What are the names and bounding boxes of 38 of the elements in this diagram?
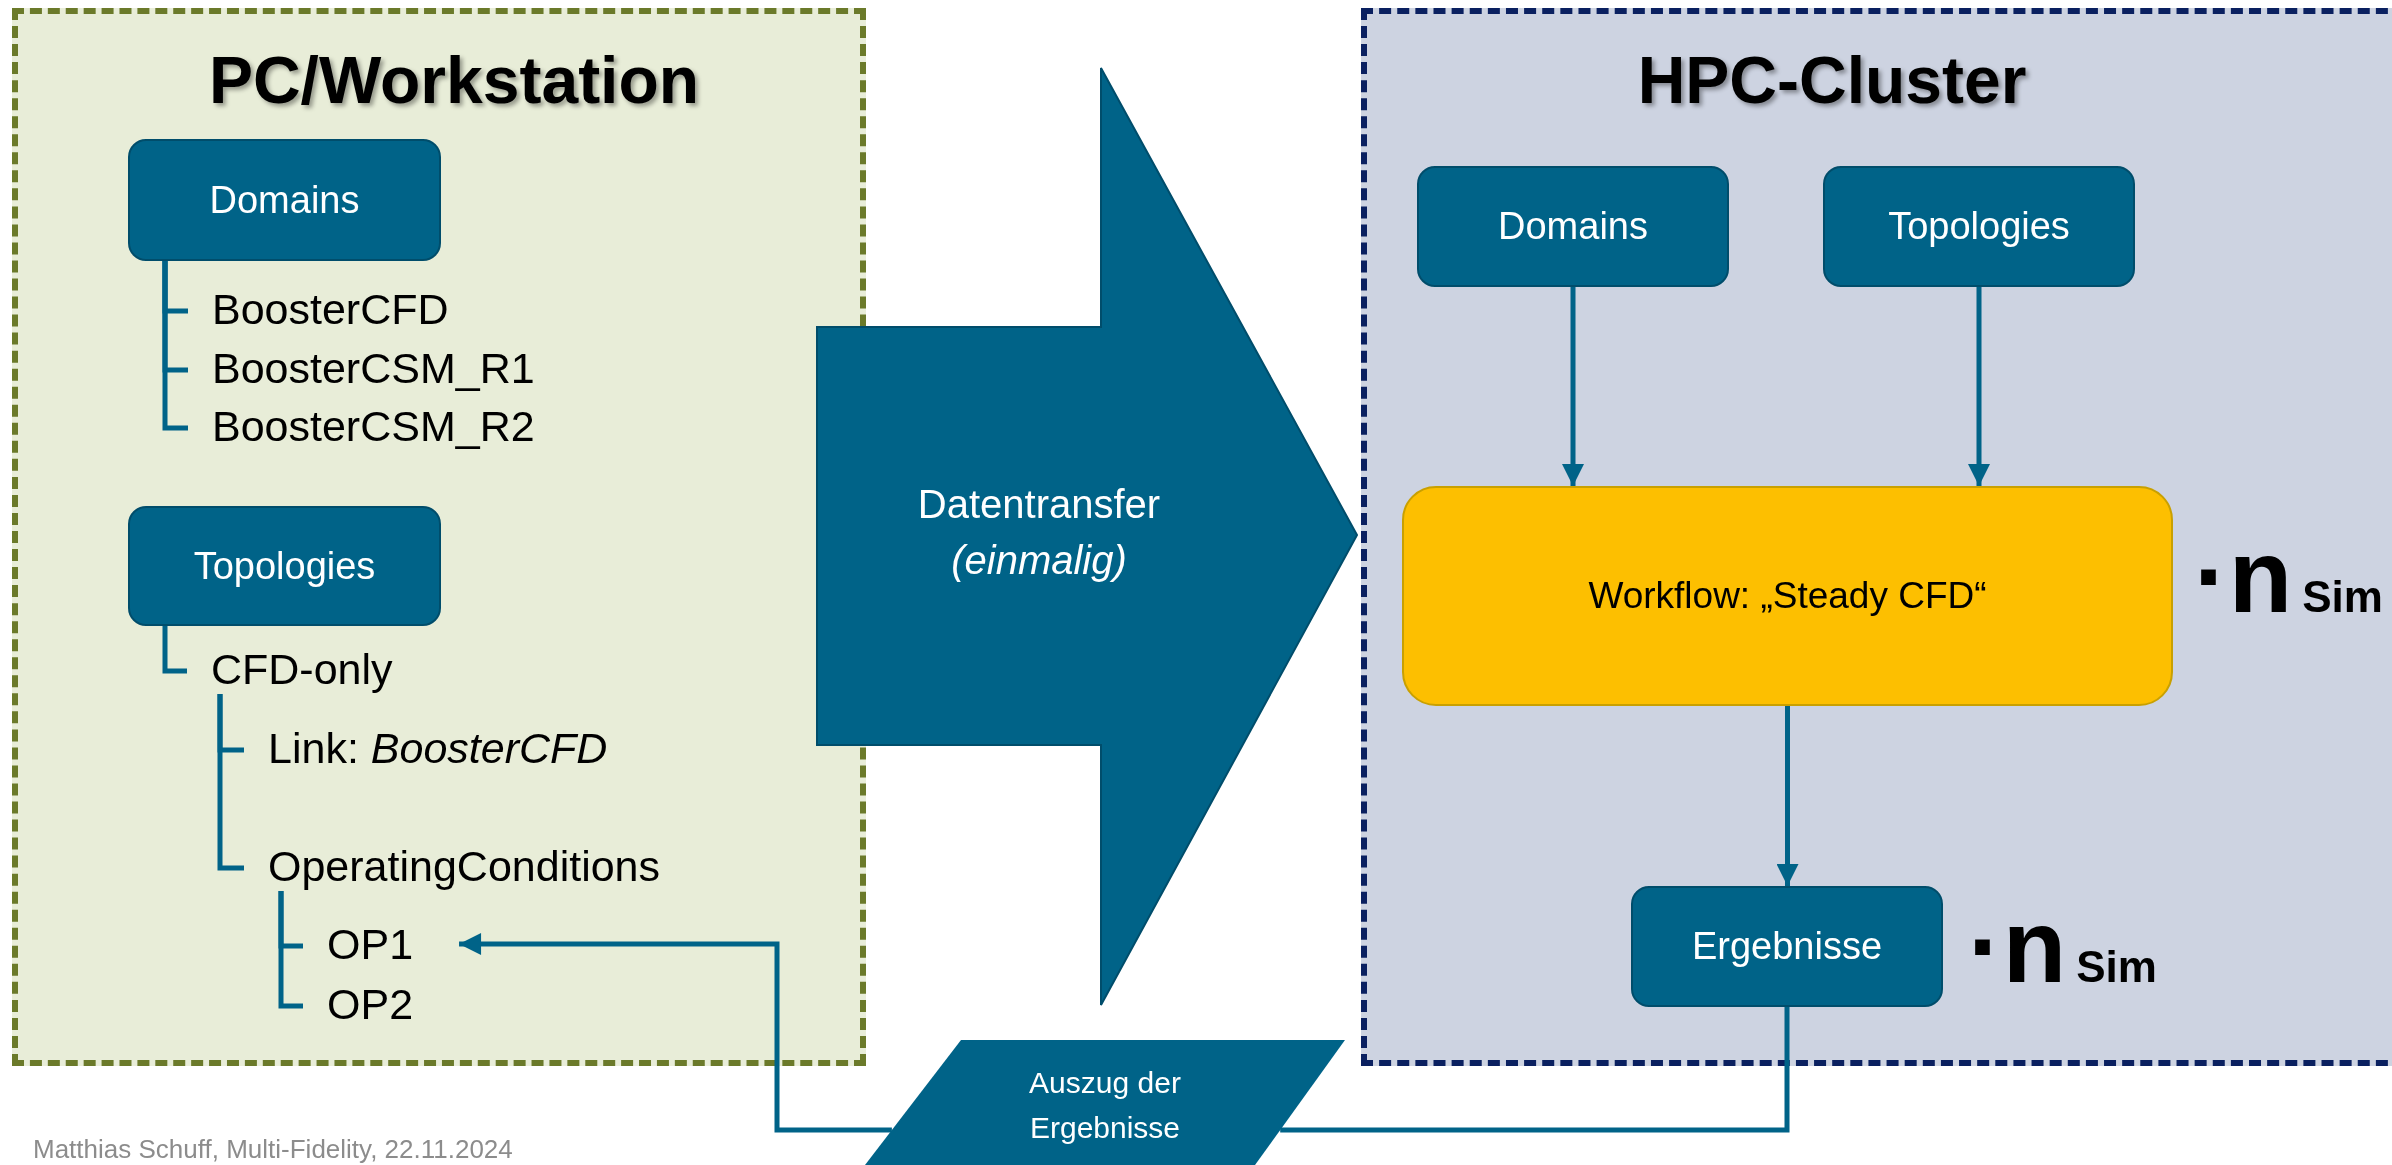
box-label: Domains bbox=[209, 178, 360, 222]
transfer-block bbox=[817, 68, 1357, 1005]
tree-item: OperatingConditions bbox=[244, 841, 661, 891]
connector-line bbox=[1280, 1007, 1790, 1133]
connector-line bbox=[162, 626, 187, 674]
connector-line bbox=[278, 891, 303, 1009]
workflow-box bbox=[1402, 486, 2173, 706]
tree-item: BoosterCSM_R1 bbox=[188, 343, 535, 393]
arrow bbox=[1968, 287, 1990, 486]
process-box bbox=[1417, 166, 1729, 287]
panel-title: HPC-Cluster bbox=[1637, 42, 2027, 118]
box-label: Domains bbox=[1498, 205, 1648, 248]
tree-item: OP1 bbox=[303, 919, 414, 969]
tree-item: Link: BoosterCFD bbox=[244, 723, 608, 773]
process-box bbox=[128, 506, 441, 626]
process-box bbox=[128, 139, 441, 261]
tree-item: BoosterCFD bbox=[188, 284, 449, 334]
arrow-sublabel: (einmalig) bbox=[951, 538, 1127, 583]
box-label: Topologies bbox=[1888, 205, 2070, 248]
tree-item: OP2 bbox=[303, 979, 414, 1029]
process-box bbox=[1823, 166, 2135, 287]
arrow bbox=[459, 933, 892, 1133]
tree-item: BoosterCSM_R2 bbox=[188, 401, 535, 451]
arrow bbox=[1562, 287, 1584, 486]
panel bbox=[1361, 8, 2392, 1066]
panel bbox=[12, 8, 866, 1066]
arrow-label: Datentransfer bbox=[917, 482, 1161, 527]
process-box bbox=[1631, 886, 1943, 1007]
connector-line bbox=[162, 261, 188, 431]
box-label: Ergebnisse bbox=[1691, 925, 1883, 968]
box-label: Topologies bbox=[193, 544, 376, 588]
arrow bbox=[1776, 706, 1799, 886]
shape-label: Auszug der Ergebnisse bbox=[1028, 1065, 1182, 1146]
panel-title: PC/Workstation bbox=[208, 42, 700, 118]
tree-item: CFD-only bbox=[187, 644, 393, 694]
connector-line bbox=[217, 694, 244, 871]
footer-text: Matthias Schuff, Multi-Fidelity, 22.11.2024 bbox=[33, 1134, 513, 1165]
box-label: Workflow: „Steady CFD“ bbox=[1588, 575, 1987, 617]
